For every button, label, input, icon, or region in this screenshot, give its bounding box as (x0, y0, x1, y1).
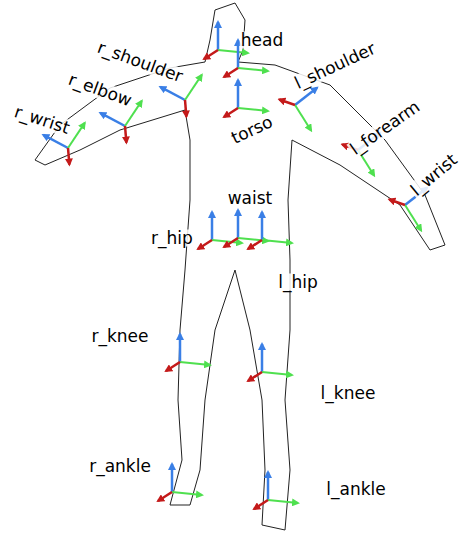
body-outline (35, 3, 445, 530)
joint-label: l_knee (320, 385, 377, 402)
joint-label: torso (228, 113, 276, 148)
joint-label: l_shoulder (291, 39, 379, 92)
joint-label: head (240, 32, 284, 49)
joint-label: r_elbow (65, 70, 135, 109)
joint-label: l_ankle (325, 481, 386, 498)
joint-label: l_hip (277, 274, 319, 291)
joint-label: r_wrist (11, 103, 72, 137)
joint-label: r_hip (150, 230, 194, 247)
coordinate-frames (37, 22, 446, 509)
joint-label: r_ankle (88, 458, 152, 475)
joint-label: waist (227, 190, 274, 207)
joint-label: r_knee (90, 328, 149, 345)
joint-label: l_wrist (407, 150, 461, 199)
joint-label: l_forearm (346, 97, 423, 158)
